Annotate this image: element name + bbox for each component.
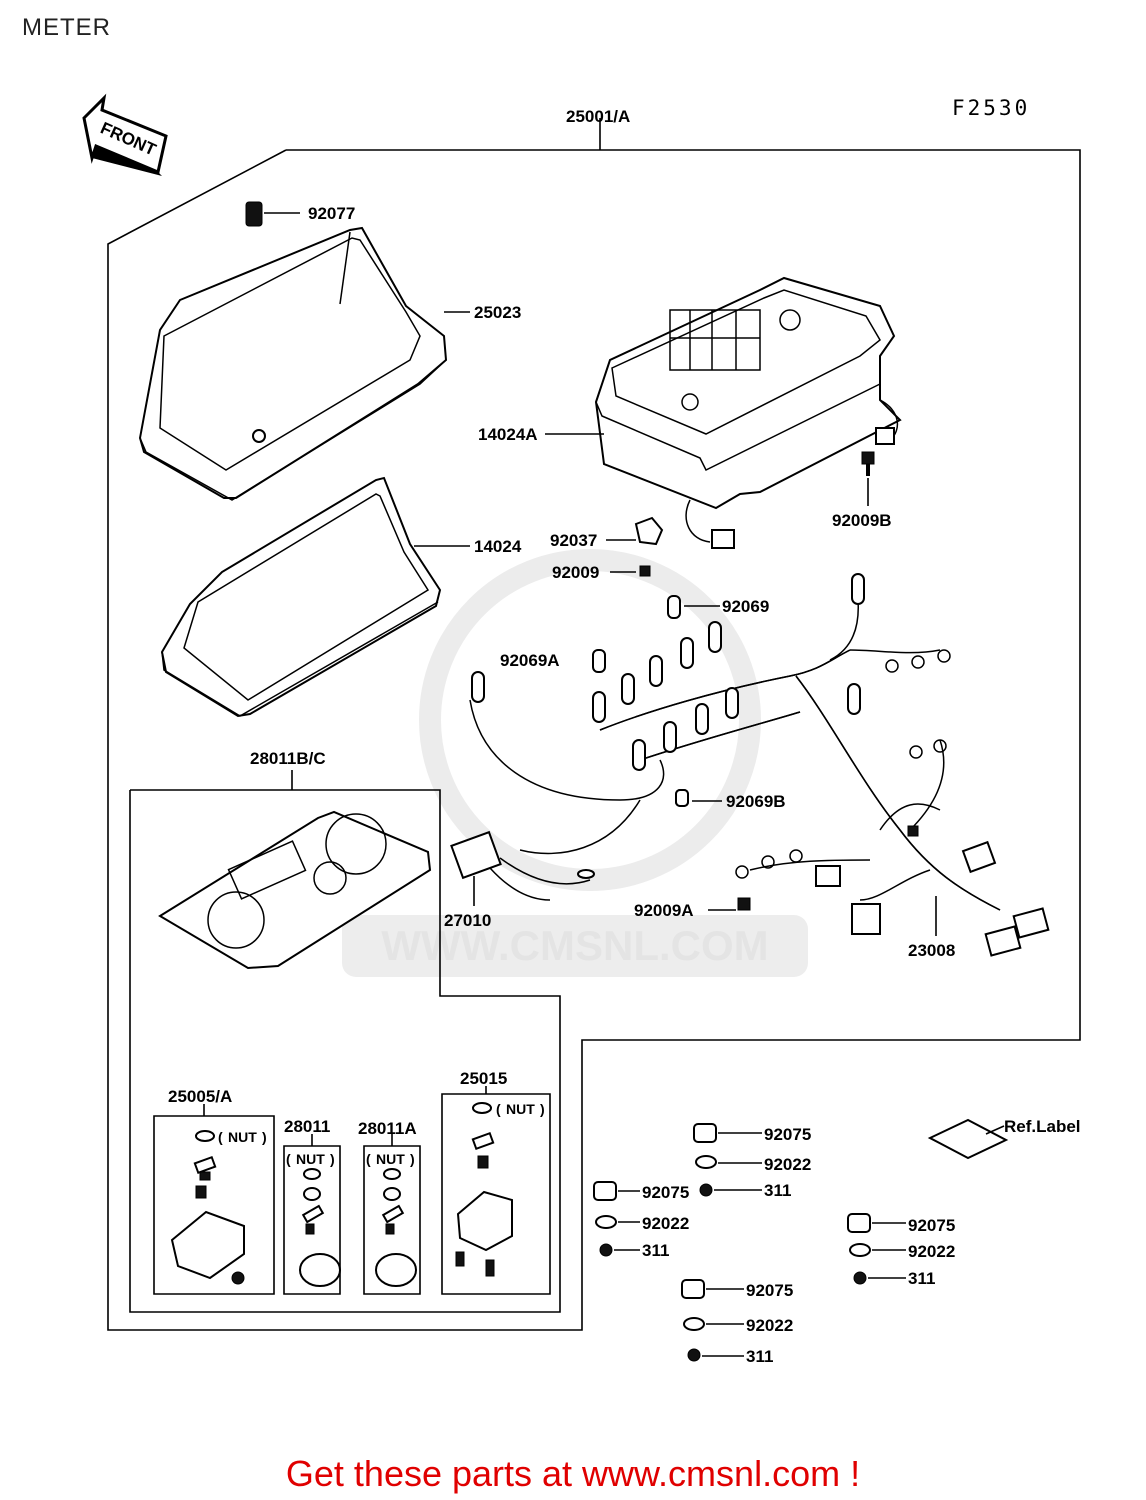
part-27010-icon (450, 830, 595, 906)
part-92009B-icon (861, 451, 875, 506)
label-92075-c: 92075 (908, 1216, 955, 1235)
label-92022-d: 92022 (746, 1316, 793, 1335)
label-ref-label: Ref.Label (1004, 1117, 1081, 1136)
part-14024A-icon (545, 276, 902, 549)
figure-code: F2530 (952, 96, 1031, 120)
label-25023: 25023 (474, 303, 521, 322)
kit-25005A-box (153, 1104, 275, 1295)
subkit-outline (129, 770, 561, 1313)
label-92069A: 92069A (500, 651, 560, 670)
part-28011-icon (299, 1168, 341, 1287)
part-labels: 25001/A 92077 25023 14024A 92009B 92037 … (168, 107, 1081, 1366)
part-28011A-icon (375, 1168, 417, 1287)
label-25015: 25015 (460, 1069, 507, 1088)
nut-tag-28011A: NUT (376, 1151, 405, 1167)
page-title: METER (22, 14, 111, 41)
part-92077-icon (245, 201, 300, 227)
grommet-group-3 (847, 1213, 906, 1285)
part-25015-icon (455, 1102, 513, 1277)
label-92009B: 92009B (832, 511, 892, 530)
front-arrow-icon: FRONT (82, 93, 168, 176)
part-23008-harness-icon (469, 573, 1050, 957)
label-14024A: 14024A (478, 425, 538, 444)
nut-paren-close-25015: ) (540, 1101, 545, 1117)
watermark: WWW.CMSNL.COM (342, 549, 808, 977)
label-27010: 27010 (444, 911, 491, 930)
nut-paren-close-25005A: ) (262, 1129, 267, 1145)
nut-tag-25015: NUT (506, 1101, 535, 1117)
ref-label-icon (927, 1118, 1009, 1160)
part-92009-icon (610, 565, 651, 577)
label-92022-a: 92022 (764, 1155, 811, 1174)
label-28011A: 28011A (358, 1119, 417, 1138)
label-92077: 92077 (308, 204, 355, 223)
part-92037-icon (606, 516, 664, 546)
kit-25015-box (441, 1086, 551, 1295)
label-92075-a: 92075 (764, 1125, 811, 1144)
label-92075-d: 92075 (746, 1281, 793, 1300)
part-25023-icon (138, 226, 470, 501)
watermark-text: WWW.CMSNL.COM (381, 922, 768, 969)
nut-paren-open-25005A: ( (218, 1129, 223, 1145)
kit-28011-box (283, 1134, 341, 1295)
grommet-group-1 (693, 1123, 762, 1197)
part-14024-icon (160, 476, 470, 718)
nut-paren-close-28011A: ) (410, 1151, 415, 1167)
label-311-a: 311 (764, 1181, 791, 1200)
label-14024: 14024 (474, 537, 522, 556)
part-25005A-icon (170, 1130, 245, 1285)
nut-paren-open-28011: ( (286, 1151, 291, 1167)
part-92069-icon (592, 595, 722, 807)
label-92009A: 92009A (634, 901, 694, 920)
label-311-d: 311 (746, 1347, 773, 1366)
grommet-group-2 (593, 1181, 640, 1257)
label-92022-c: 92022 (908, 1242, 955, 1261)
grommet-group-4 (681, 1279, 744, 1362)
kit-28011A-box (363, 1134, 421, 1295)
nut-paren-open-25015: ( (496, 1101, 501, 1117)
label-92069: 92069 (722, 597, 769, 616)
label-311-c: 311 (908, 1269, 935, 1288)
nut-tags: NUT NUT NUT NUT ( ) ( ) ( ) ( ) (218, 1101, 545, 1167)
assembly-outline (107, 118, 1081, 1331)
label-28011: 28011 (284, 1117, 330, 1136)
label-311-b: 311 (642, 1241, 669, 1260)
part-28011BC-icon (158, 810, 432, 970)
promo-link-text[interactable]: Get these parts at www.cmsnl.com ! (285, 1453, 861, 1494)
nut-paren-close-28011: ) (330, 1151, 335, 1167)
label-25005A: 25005/A (168, 1087, 232, 1106)
label-92037: 92037 (550, 531, 597, 550)
nut-tag-28011: NUT (296, 1151, 325, 1167)
label-28011BC: 28011B/C (250, 749, 326, 768)
nut-paren-open-28011A: ( (366, 1151, 371, 1167)
label-92009: 92009 (552, 563, 599, 582)
label-92022-b: 92022 (642, 1214, 689, 1233)
nut-tag-25005A: NUT (228, 1129, 257, 1145)
part-92009A-icon (708, 897, 751, 911)
label-92069B: 92069B (726, 792, 786, 811)
label-92075-b: 92075 (642, 1183, 689, 1202)
label-25001A: 25001/A (566, 107, 630, 126)
label-23008: 23008 (908, 941, 955, 960)
